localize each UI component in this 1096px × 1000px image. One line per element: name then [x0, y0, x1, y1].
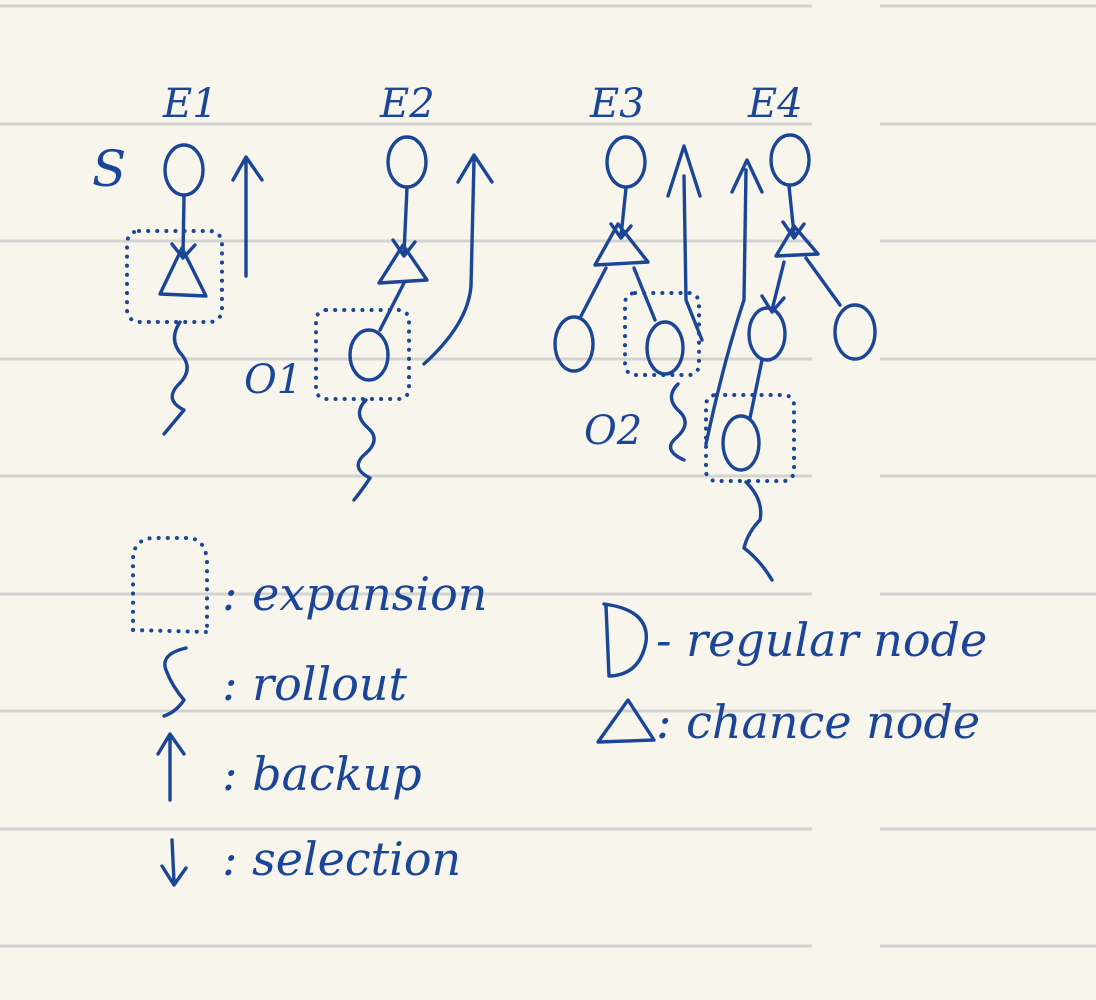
e4-root-node [769, 133, 811, 187]
e2-o1-node [348, 328, 390, 382]
e3-root-node [605, 135, 647, 189]
episode-e3-label: E3 [589, 81, 645, 127]
episode-e2-label: E2 [379, 81, 435, 127]
e4-selection-arrow-2 [760, 260, 786, 314]
e4-leaf-node [721, 414, 761, 472]
e3-o2-node [645, 320, 685, 376]
legend-chance-node-icon [596, 698, 656, 744]
e1-root-node [163, 143, 205, 197]
e2-selection-arrow [391, 186, 417, 258]
legend-expansion-text: : expansion [222, 567, 487, 621]
e2-backup-arrow [422, 153, 494, 366]
legend-backup-arrow-icon [156, 732, 186, 802]
e4-edge-to-leaf [748, 358, 764, 420]
e3-edge-left [578, 266, 608, 320]
e4-backup-arrow [704, 158, 764, 446]
episode-e4-tree: E4 [704, 81, 877, 582]
e2-rollout-squiggle [352, 398, 376, 502]
e4-right-child-node [833, 303, 877, 361]
legend-rollout-text: : rollout [222, 657, 408, 711]
legend-chance-node-text: : chance node [656, 695, 980, 749]
e4-edge-right [804, 256, 842, 307]
e4-chance-node [774, 224, 820, 258]
e1-backup-arrow [231, 155, 264, 278]
e4-rollout-squiggle [742, 480, 774, 582]
e1-expansion-box [125, 229, 224, 324]
episode-e2-tree: E2 O1 [244, 81, 494, 502]
e3-rollout-squiggle [668, 382, 687, 462]
legend: : expansion : rollout : backup : selecti… [131, 536, 987, 887]
e1-selection-arrow [170, 194, 197, 260]
episode-e3-tree: E3 O2 [553, 81, 704, 462]
episode-e1-tree: E1 S [92, 81, 264, 436]
e4-left-child-node [747, 306, 787, 362]
legend-backup-text: : backup [222, 747, 422, 801]
e3-backup-arrow [666, 144, 704, 342]
e2-edge-to-o1 [378, 281, 406, 332]
episode-e1-label: E1 [162, 81, 218, 127]
ruled-lines [0, 4, 1096, 948]
e1-rollout-squiggle [162, 320, 189, 436]
o1-label: O1 [244, 357, 302, 403]
e2-chance-node [377, 243, 429, 285]
e1-chance-node [158, 246, 208, 298]
e3-left-child-node [553, 315, 595, 373]
episode-e4-label: E4 [747, 81, 803, 127]
e4-selection-arrow-1 [781, 184, 806, 240]
legend-selection-text: : selection [222, 832, 461, 886]
e3-chance-node [593, 222, 650, 267]
legend-selection-arrow-icon [160, 838, 188, 887]
e2-root-node [386, 135, 428, 189]
legend-regular-node-text: - regular node [656, 613, 987, 667]
legend-regular-node-icon [602, 602, 648, 678]
start-state-label: S [92, 140, 126, 198]
legend-expansion-box-icon [131, 536, 209, 634]
e2-expansion-box [314, 308, 411, 401]
legend-rollout-icon [162, 646, 188, 718]
o2-label: O2 [584, 408, 642, 454]
